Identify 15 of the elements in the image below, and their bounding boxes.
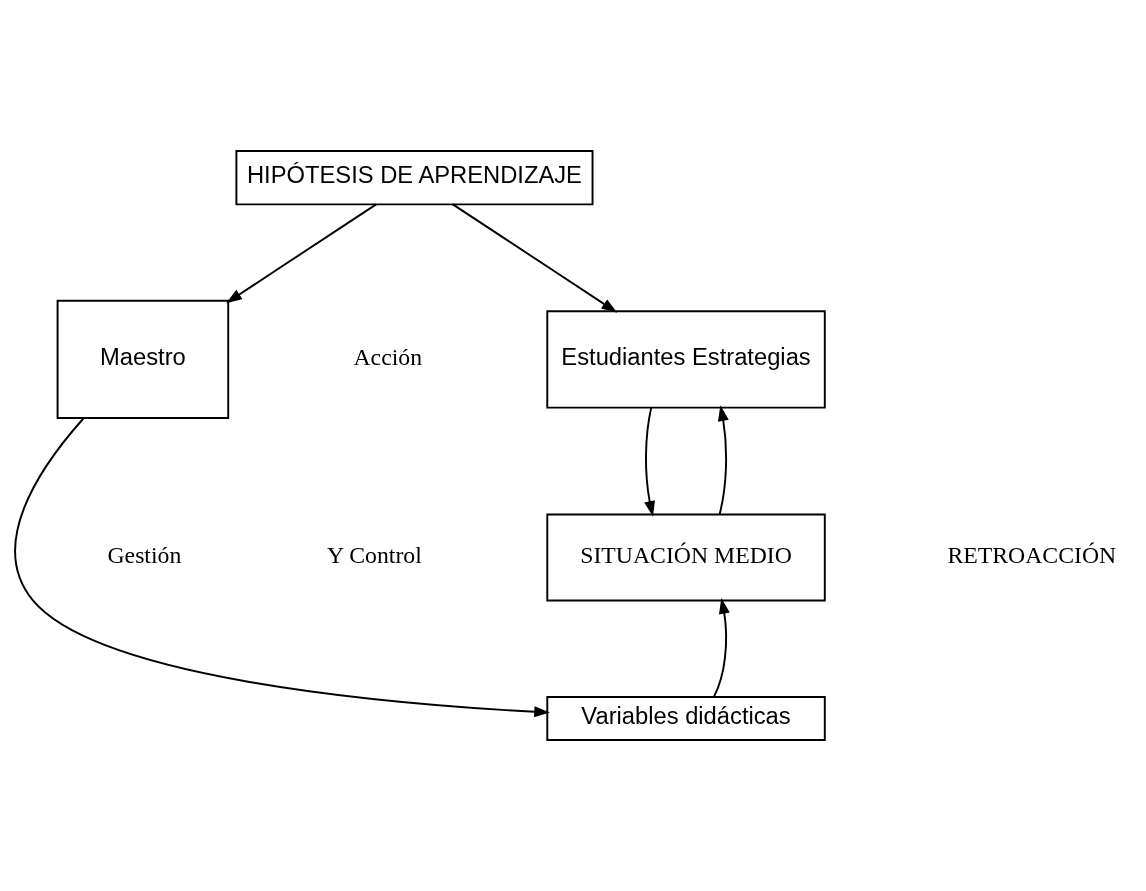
node-box: SITUACIÓN MEDIO — [546, 513, 826, 602]
node-box: HIPÓTESIS DE APRENDIZAJE — [235, 149, 594, 206]
arrow — [717, 405, 729, 515]
node-box: Estudiantes Estrategias — [546, 310, 826, 409]
arrow — [226, 203, 378, 304]
arrow — [644, 407, 655, 517]
arrow — [713, 598, 730, 698]
label: RETROACCIÓN — [947, 542, 1117, 569]
arrow — [451, 203, 618, 313]
node-box: Maestro — [56, 299, 230, 419]
label: Gestión — [107, 542, 182, 569]
node-box: Variables didácticas — [546, 696, 826, 742]
arrow — [14, 417, 550, 718]
label: Acción — [353, 344, 423, 371]
label: Y Control — [327, 542, 422, 569]
